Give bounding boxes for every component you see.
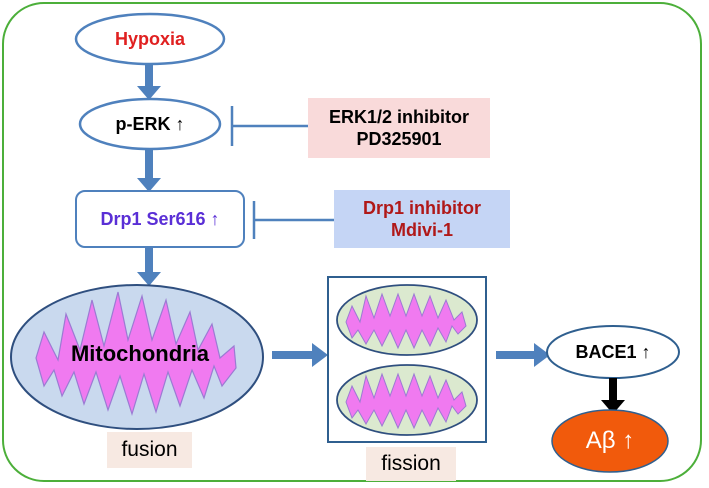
abeta-label: Aβ ↑ — [585, 427, 635, 454]
mitochondria-label: Mitochondria — [70, 341, 210, 367]
fission-mitochondrion-bottom — [336, 364, 478, 436]
drp1-label: Drp1 Ser616 ↑ — [100, 208, 220, 229]
perk-node — [78, 97, 222, 151]
erk-inhibitor-box — [308, 98, 490, 158]
drp1-inhibitor-line1: Drp1 inhibitor — [363, 197, 481, 218]
erk-inhibitor-line1: ERK1/2 inhibitor — [328, 106, 469, 127]
hypoxia-label: Hypoxia — [114, 28, 186, 49]
abeta-node — [551, 409, 669, 473]
diagram-frame — [2, 2, 702, 482]
fission-label-bg — [366, 447, 456, 481]
drp1-inhibitor-box — [334, 190, 510, 248]
arrow-drp1-to-mito — [137, 245, 161, 286]
arrow-hypoxia-to-perk — [137, 63, 161, 100]
erk-inhibitor-line2: PD325901 — [356, 129, 442, 149]
perk-label: p-ERK ↑ — [115, 113, 185, 134]
erk-inhibitor-text: ERK1/2 inhibitor PD325901 — [308, 98, 490, 158]
drp1-node — [75, 190, 245, 248]
arrow-bace1-to-abeta — [601, 378, 625, 414]
hypoxia-node — [74, 12, 226, 66]
arrow-perk-to-drp1 — [137, 149, 161, 192]
arrow-fission-to-bace1 — [496, 343, 550, 367]
fission-label: fission — [381, 451, 441, 475]
fusion-label-bg — [107, 432, 192, 468]
mitochondria-illustration — [10, 284, 264, 430]
mitochondria-cristae — [35, 291, 237, 417]
bace1-label: BACE1 ↑ — [575, 341, 651, 362]
inhibition-drp1 — [252, 201, 334, 239]
fusion-label: fusion — [121, 437, 178, 461]
inhibition-erk — [230, 106, 308, 146]
drp1-inhibitor-text: Drp1 inhibitor Mdivi-1 — [334, 190, 510, 248]
arrow-mito-to-fission — [272, 343, 328, 367]
fission-mitochondrion-top — [336, 284, 478, 356]
drp1-inhibitor-line2: Mdivi-1 — [390, 220, 453, 240]
